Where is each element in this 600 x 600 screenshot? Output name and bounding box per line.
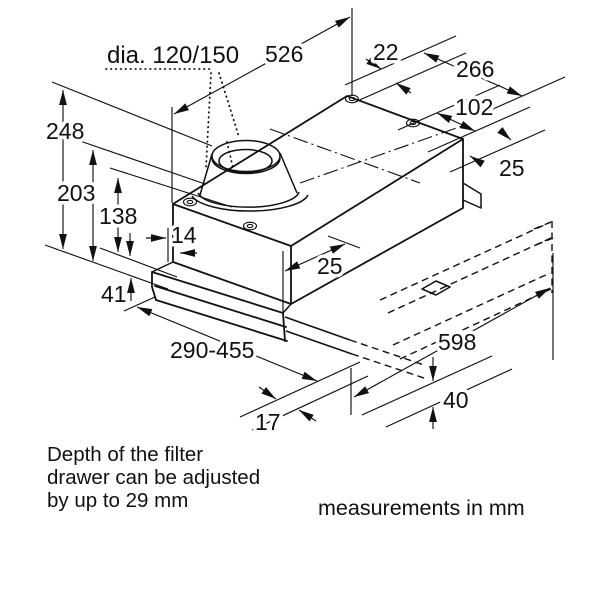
note-line-2: drawer can be adjusted xyxy=(47,466,260,489)
screw-hole xyxy=(182,197,198,207)
leader-line xyxy=(226,141,234,169)
units-note: measurements in mm xyxy=(318,496,525,520)
drawer-extended-outline xyxy=(349,221,554,380)
screw-hole xyxy=(242,221,258,231)
note-line-3: by up to 29 mm xyxy=(47,489,188,512)
leader-line xyxy=(205,72,212,169)
handle-recess xyxy=(421,280,451,296)
dim-rear-hole-offset: 22 xyxy=(373,39,399,65)
notes: Depth of the filter drawer can be adjust… xyxy=(47,443,525,520)
dim-front-strip-height: 40 xyxy=(443,387,469,413)
bottom-dimensions: 290-455 17 598 40 xyxy=(123,253,554,439)
duct-diameter-label: dia. 120/150 xyxy=(107,42,239,69)
dim-total-height: 248 xyxy=(46,118,84,144)
dim-front-width: 598 xyxy=(438,329,476,355)
hood-body xyxy=(151,95,482,314)
note-line-1: Depth of the filter xyxy=(47,443,203,466)
leader-line xyxy=(218,72,240,138)
centerline-long xyxy=(299,125,463,184)
screw-hole xyxy=(405,118,421,128)
duct-collar xyxy=(191,139,309,212)
dim-rail-height: 41 xyxy=(101,281,127,307)
dim-top-depth: 266 xyxy=(456,56,494,82)
dim-drawer-gap: 17 xyxy=(255,409,281,435)
dim-hole-edge-offset-right: 25 xyxy=(499,155,525,181)
dim-body-depth-range: 290-455 xyxy=(170,337,254,363)
mounting-holes xyxy=(182,94,421,231)
dim-hole-spacing: 526 xyxy=(265,41,303,67)
centerline-cross xyxy=(269,128,421,184)
side-bracket-tab xyxy=(462,182,482,209)
dim-side-hole-spacing: 102 xyxy=(455,94,493,120)
top-dimensions: 526 22 266 102 25 25 xyxy=(171,8,566,283)
dim-body-height: 203 xyxy=(57,180,95,206)
dim-hole-edge-offset-left: 25 xyxy=(317,253,343,279)
dim-chassis-height: 138 xyxy=(99,203,137,229)
dim-front-lip-offset: 14 xyxy=(171,222,197,248)
height-dimensions: 248 203 138 41 14 xyxy=(43,81,233,311)
